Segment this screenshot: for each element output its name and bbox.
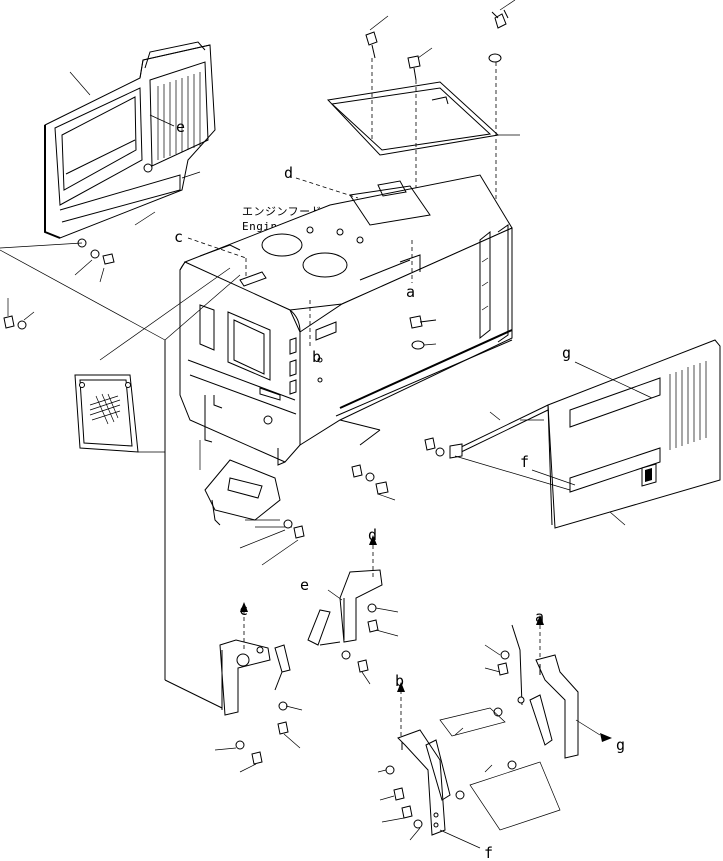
- lower-thin-plates: [439, 707, 561, 831]
- callout-d-top: d: [284, 164, 293, 182]
- left-grille-fasteners: [3, 298, 35, 330]
- lower-left-leader-lines: [0, 249, 223, 709]
- hood-bottom-bolts: [351, 464, 396, 501]
- left-small-grille: [74, 267, 231, 453]
- title-japanese: エンジンフード: [242, 205, 322, 218]
- lower-bracket-b-bolts: [377, 707, 517, 841]
- left-door-louver: [157, 72, 201, 160]
- callout-b-lower: b: [395, 672, 404, 690]
- lower-bracket-a-parts: [484, 624, 525, 706]
- grille-mesh: [89, 393, 121, 425]
- center-bracket-bolts: [239, 519, 305, 566]
- lower-bracket-c-bolts: [214, 701, 303, 773]
- callout-g-top: g: [562, 344, 571, 362]
- callout-d-lower: d: [368, 526, 377, 544]
- right-side-door: [520, 339, 721, 529]
- callout-c-top: c: [174, 228, 183, 246]
- callout-f-lower: f: [484, 844, 493, 861]
- lower-bracket-c: [219, 602, 291, 716]
- lower-bracket-d-bolts: [341, 603, 399, 685]
- lower-bracket-b: [397, 682, 481, 849]
- callout-a-lower: a: [535, 608, 544, 626]
- lower-bracket-d: [307, 535, 383, 646]
- center-bracket: [199, 440, 292, 528]
- top-cover-bolts: [365, 0, 516, 240]
- callout-b-top: b: [312, 348, 321, 366]
- callout-a-top: a: [406, 283, 415, 301]
- right-door-rod: [339, 404, 571, 491]
- left-side-door: [44, 41, 216, 239]
- callout-g-lower: g: [616, 736, 625, 754]
- top-cover-plate: [326, 81, 520, 156]
- hood-reference-lines: [164, 177, 413, 348]
- engine-hood-main-body: [179, 174, 513, 466]
- callout-c-lower: c: [239, 601, 248, 619]
- callout-e-lower: e: [300, 576, 309, 594]
- left-door-fasteners: [0, 238, 115, 283]
- hood-body-bolts: [409, 315, 437, 350]
- callout-f-top: f: [520, 453, 529, 471]
- lower-bracket-a: [529, 615, 612, 759]
- right-door-louver: [669, 361, 707, 450]
- callout-e-top: e: [176, 118, 185, 136]
